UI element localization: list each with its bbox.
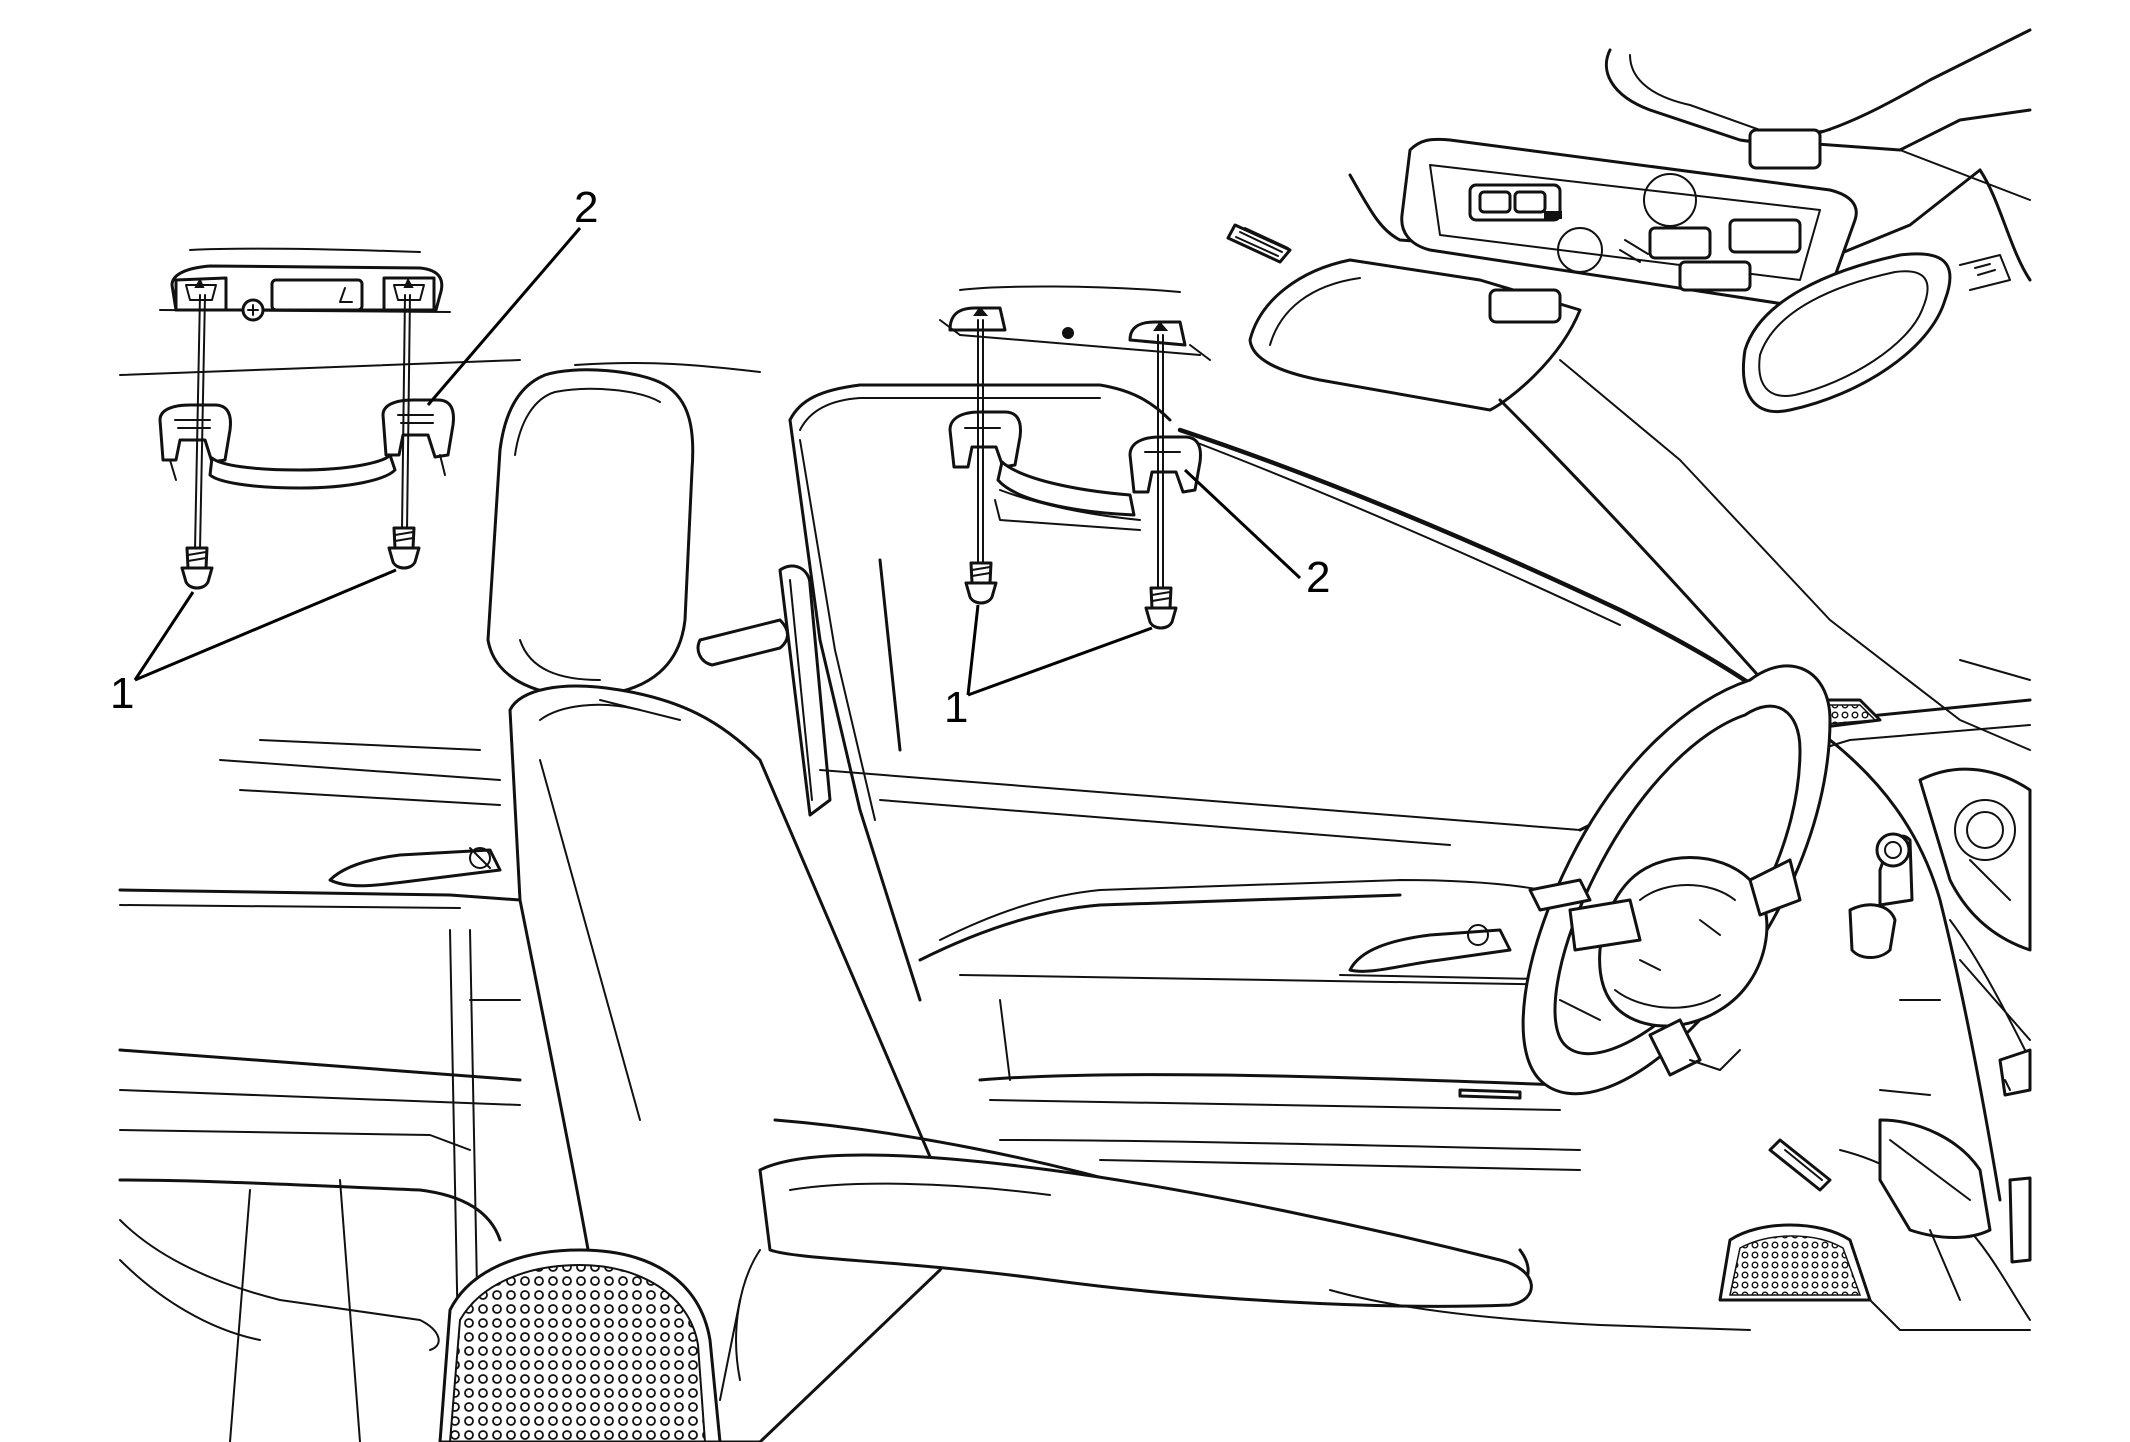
- headliner-sensor: [1226, 223, 1292, 264]
- left-dome-lamp: [270, 278, 364, 312]
- callout-2-left: 2: [574, 183, 598, 232]
- leader-left-screw-2: [134, 568, 397, 682]
- right-handle-end-cap-2: [1128, 435, 1202, 494]
- rearview-mirror: [1742, 252, 2011, 413]
- left-screw-1: [180, 546, 214, 590]
- knee-bolster: [1878, 1118, 1992, 1239]
- rear-door-handle: [328, 848, 502, 888]
- leader-left-screw-1: [133, 591, 195, 681]
- leader-right-handle: [1183, 468, 1302, 580]
- front-door-panel: [819, 769, 1751, 1331]
- steering-spoke-right: [1748, 858, 1802, 917]
- left-handle-grip: [208, 453, 397, 490]
- steering-spoke-left: [1568, 898, 1642, 952]
- left-handle-end-cap-2: [381, 398, 455, 459]
- console-button: [1648, 226, 1712, 260]
- left-screw-2: [387, 526, 421, 570]
- rear-dome-lamp: [1748, 128, 1822, 170]
- b-pillar-trim: [696, 564, 832, 817]
- sun-visor: [1248, 258, 1582, 412]
- left-assist-handle-assembly: [158, 247, 455, 590]
- right-handle-end-cap-1: [948, 410, 1022, 469]
- leader-left-handle: [426, 227, 582, 406]
- instrument-cluster: [1918, 767, 2032, 952]
- rear-door-panel: [118, 739, 722, 1442]
- right-screw-1: [964, 561, 998, 605]
- callout-2-right: 2: [1306, 553, 1330, 602]
- front-door-window-frame: [788, 383, 1172, 1002]
- armrest: [758, 1153, 1533, 1308]
- rear-headliner-edge: [119, 359, 761, 376]
- front-door-handle: [1348, 928, 1512, 973]
- right-handle-grip: [996, 460, 1136, 517]
- leader-right-screw-1: [966, 604, 980, 696]
- headrest: [486, 368, 695, 698]
- right-assist-handle-assembly: [939, 285, 1211, 630]
- callout-1-left: 1: [110, 669, 134, 718]
- overhead-console: [1400, 137, 1858, 308]
- steering-wheel: [1521, 664, 1832, 1096]
- left-handle-end-cap-1: [158, 403, 232, 464]
- leader-right-screw-2: [967, 626, 1153, 697]
- callout-1-right: 1: [944, 683, 968, 732]
- visor-clip: [1488, 288, 1562, 324]
- callout-leaders: [133, 227, 1302, 697]
- right-screw-2: [1144, 586, 1178, 630]
